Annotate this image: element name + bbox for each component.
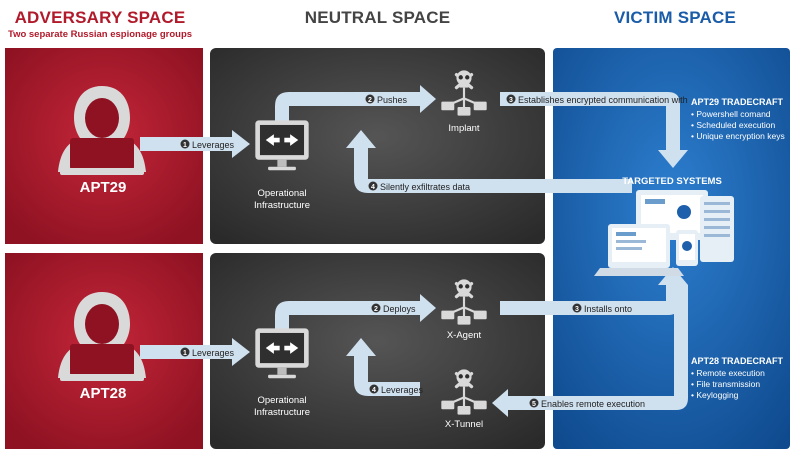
installs-arrow <box>500 267 688 315</box>
apt29-tradecraft-item: • Unique encryption keys <box>691 131 785 141</box>
enables-remote-arrow <box>492 285 688 417</box>
top-step2-badge <box>365 94 375 104</box>
top-step3-number: 3 <box>509 97 513 104</box>
xtunnel-label: X-Tunnel <box>445 419 483 430</box>
bottom-step5-badge <box>529 398 539 408</box>
bottom-step1-badge <box>180 347 190 357</box>
neutral-space-header: NEUTRAL SPACE <box>304 8 451 27</box>
top-step4-number: 4 <box>371 184 375 191</box>
apt29-label: APT29 <box>80 179 127 196</box>
top-step2-label: Pushes <box>377 95 408 105</box>
top-step3-label: Establishes encrypted communication with <box>518 95 688 105</box>
computer-cluster-icon <box>594 190 734 276</box>
bottom-step5-number: 5 <box>532 401 536 408</box>
apt29-tradecraft-item: • Powershell comand <box>691 109 771 119</box>
victim-panel <box>553 48 790 449</box>
apt29-tradecraft-item: • Scheduled execution <box>691 120 776 130</box>
apt28-label: APT28 <box>80 385 127 402</box>
adversary-space-subtitle: Two separate Russian espionage groups <box>7 29 193 40</box>
bottom-step3-badge <box>572 303 582 313</box>
bottom-step4-badge <box>369 384 379 394</box>
apt28-tradecraft-item: • Remote execution <box>691 368 765 378</box>
bottom-infra-label-1: Operational <box>257 395 306 406</box>
bottom-step3-label: Installs onto <box>584 304 632 314</box>
bottom-step2-badge <box>371 303 381 313</box>
top-step4-label: Silently exfiltrates data <box>380 182 470 192</box>
top-step1-label: Leverages <box>192 140 235 150</box>
bottom-step2-label: Deploys <box>383 304 416 314</box>
implant-label: Implant <box>448 123 480 134</box>
bottom-step3-number: 3 <box>575 306 579 313</box>
top-infra-label-2: Infrastructure <box>254 200 310 211</box>
top-infra-label-1: Operational <box>257 188 306 199</box>
deploys-arrow <box>275 294 436 330</box>
apt28-tradecraft-item: • Keylogging <box>691 390 739 400</box>
top-step1-badge <box>180 139 190 149</box>
bottom-step1-label: Leverages <box>192 348 235 358</box>
top-leverages-arrow <box>140 130 250 158</box>
apt28-tradecraft-item: • File transmission <box>691 379 760 389</box>
adversary-space-header: ADVERSARY SPACE <box>14 8 186 27</box>
apt29-tradecraft-title: APT29 TRADECRAFT <box>691 97 784 107</box>
bottom-step4-number: 4 <box>372 387 376 394</box>
top-step3-badge <box>506 94 516 104</box>
pushes-arrow <box>275 85 436 125</box>
top-step1-number: 1 <box>183 142 187 149</box>
bottom-leverages-arrow <box>140 338 250 366</box>
bottom-step4-label: Leverages <box>381 385 424 395</box>
targeted-systems-label: TARGETED SYSTEMS <box>622 176 722 187</box>
bottom-step1-number: 1 <box>183 350 187 357</box>
xagent-label: X-Agent <box>447 330 482 341</box>
bottom-leverages-tunnel-arrow <box>346 338 420 396</box>
top-step4-badge <box>368 181 378 191</box>
victim-space-header: VICTIM SPACE <box>613 8 737 27</box>
bottom-infra-label-2: Infrastructure <box>254 407 310 418</box>
establishes-arrow <box>500 92 688 168</box>
apt28-tradecraft-title: APT28 TRADECRAFT <box>691 356 784 366</box>
bottom-step2-number: 2 <box>374 306 378 313</box>
bottom-step5-label: Enables remote execution <box>541 399 645 409</box>
top-step2-number: 2 <box>368 97 372 104</box>
